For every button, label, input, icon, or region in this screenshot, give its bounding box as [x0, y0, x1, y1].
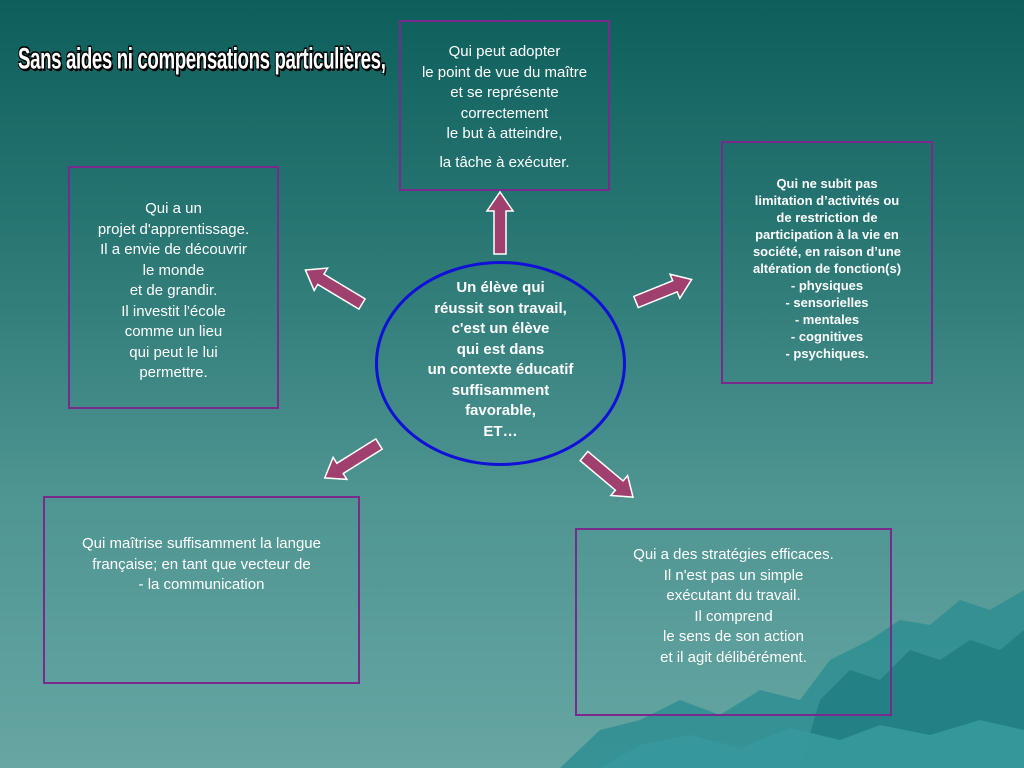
text-line: permettre.	[139, 364, 208, 381]
text-line: et de grandir.	[129, 282, 218, 299]
center-text: Un élève qui réussit son travail, c'est …	[375, 278, 626, 442]
text-line: Il n'est pas un simple	[663, 566, 804, 584]
text-line: le point de vue du maître	[421, 63, 588, 81]
text-line: - sensorielles	[785, 295, 869, 310]
text-line: réussit son travail,	[434, 299, 567, 317]
text-line: comme un lieu	[124, 323, 223, 340]
arrow-down-right-icon	[579, 450, 635, 498]
arrow-up-left-icon	[304, 267, 367, 311]
text-line: la tâche à exécuter.	[439, 153, 570, 171]
center-ellipse	[375, 261, 626, 466]
text-line: - physiques	[790, 278, 864, 293]
text-line: - la communication	[138, 576, 265, 593]
text-line: - psychiques.	[785, 346, 869, 361]
text-line: qui est dans	[456, 340, 545, 358]
text-line: - mentales	[794, 312, 860, 327]
text-line: limitation d’activités ou	[754, 193, 900, 208]
text-line: c'est un élève	[451, 320, 550, 337]
text-line: correctement	[460, 104, 549, 122]
text-line: participation à la vie en	[755, 227, 899, 242]
text-line: le monde	[142, 261, 205, 279]
text-line: projet d'apprentissage.	[97, 220, 250, 238]
text-line: le sens de son action	[663, 628, 804, 645]
box-point-de-vue: Qui peut adopter le point de vue du maît…	[399, 20, 610, 191]
text-line: Il investit l'école	[121, 302, 226, 320]
text-line: Qui ne subit pas	[776, 176, 878, 191]
box-strategies: Qui a des stratégies efficaces. Il n'est…	[575, 528, 892, 716]
text-line: Qui peut adopter	[448, 43, 561, 60]
text-line: et il agit délibérément.	[660, 648, 807, 666]
arrow-up-right-icon	[632, 273, 693, 309]
text-line: suffisamment	[451, 381, 550, 399]
text-line: Qui a un	[145, 200, 202, 217]
text-line: un contexte éducatif	[427, 361, 574, 378]
box-langue: Qui maîtrise suffisamment la langue fran…	[43, 496, 360, 684]
text-line: le but à atteindre,	[446, 125, 563, 142]
text-line: et se représente	[450, 84, 559, 101]
text-line: Qui maîtrise suffisamment la langue	[82, 535, 321, 552]
text-line: - cognitives	[790, 329, 864, 344]
text-line: Un élève qui	[456, 279, 545, 296]
box-projet: Qui a un projet d'apprentissage. Il a en…	[68, 166, 279, 409]
text-line: ET…	[483, 422, 518, 440]
text-line: société, en raison d’une	[752, 244, 902, 259]
page-title: Sans aides ni compensations particulière…	[18, 42, 386, 76]
text-line: Il comprend	[694, 607, 773, 625]
arrow-down-left-icon	[323, 437, 384, 481]
text-line: de restriction de	[776, 210, 878, 225]
text-line: exécutant du travail.	[666, 587, 801, 604]
text-line: française; en tant que vecteur de	[92, 555, 311, 573]
text-line: Il a envie de découvrir	[100, 241, 247, 258]
text-line: favorable,	[465, 402, 536, 419]
text-line: altération de fonction(s)	[752, 261, 902, 276]
text-line: qui peut le lui	[129, 343, 218, 361]
box-limitation: Qui ne subit pas limitation d’activités …	[721, 141, 933, 384]
text-line: Qui a des stratégies efficaces.	[633, 546, 834, 563]
arrow-up-icon	[485, 190, 515, 255]
